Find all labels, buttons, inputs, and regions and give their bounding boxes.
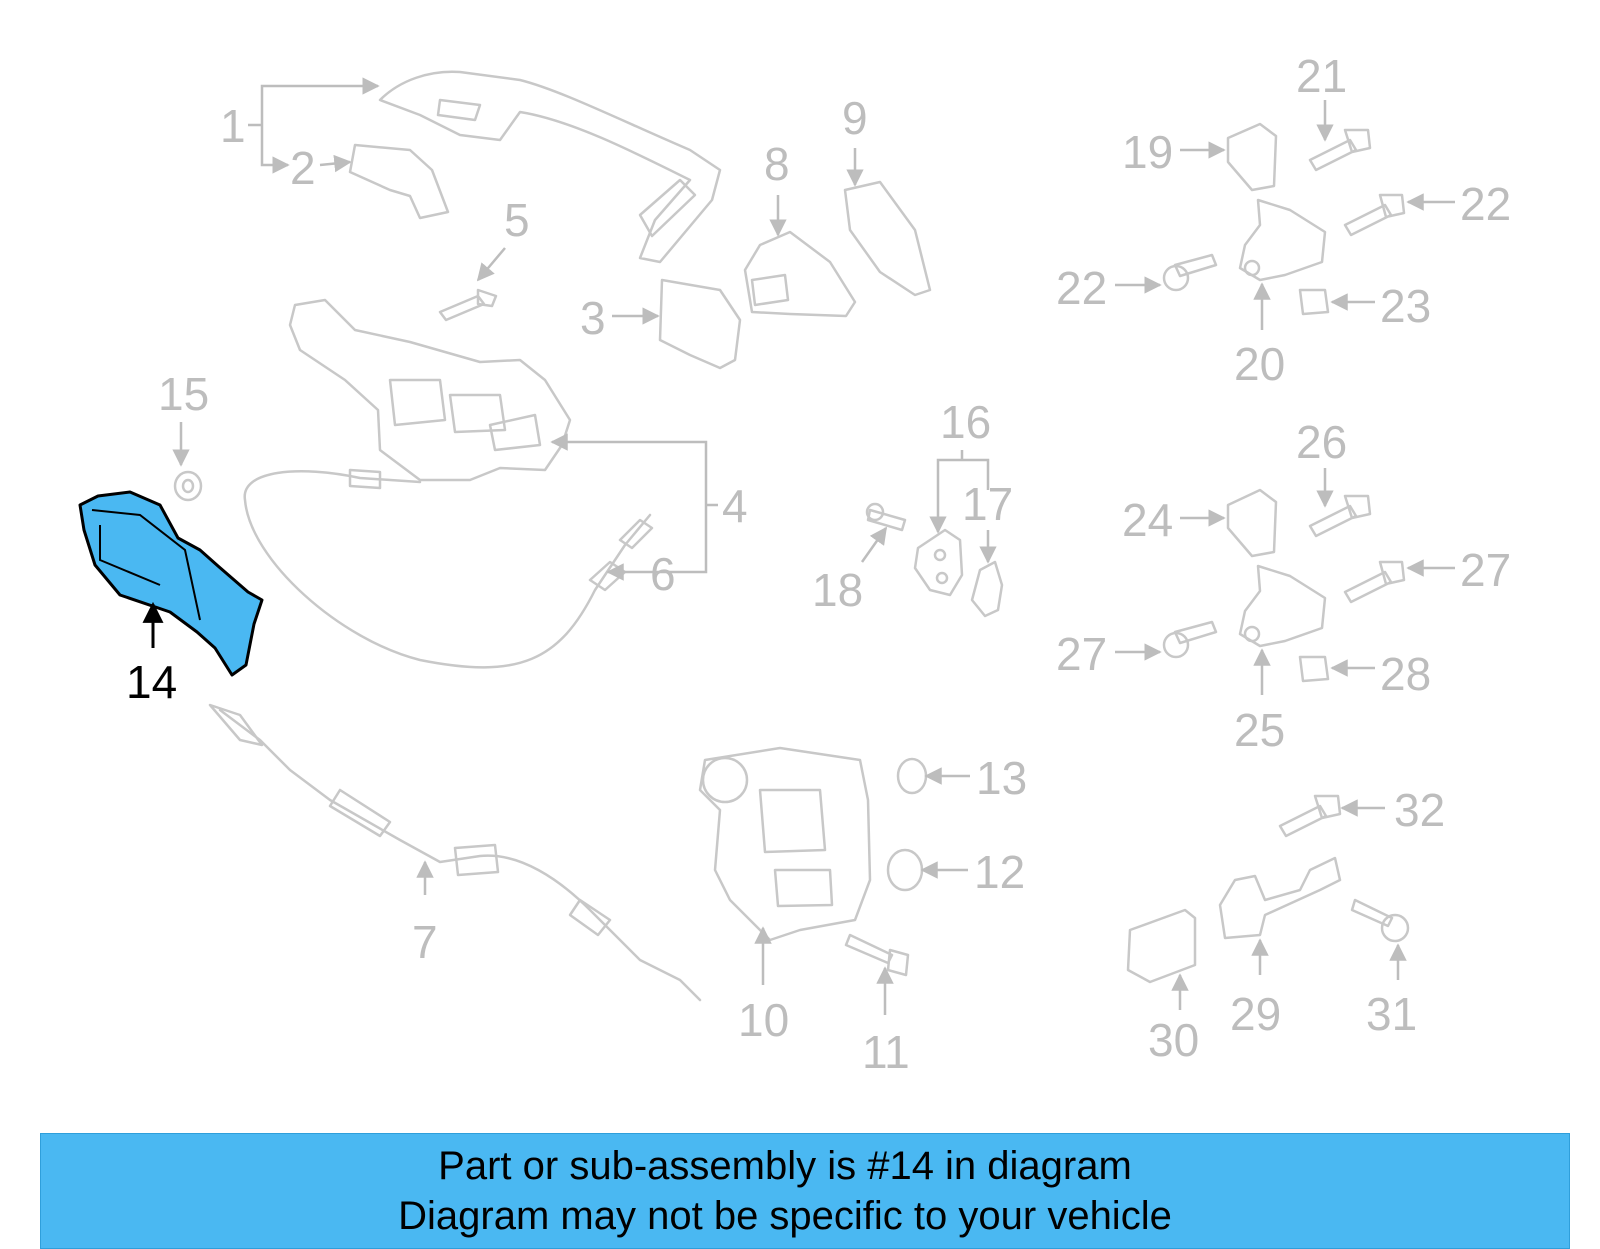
callout-27a: 27	[1460, 544, 1511, 596]
banner-line-1: Part or sub-assembly is #14 in diagram	[438, 1144, 1132, 1188]
hinge-19	[1226, 122, 1278, 192]
callout-25: 25	[1234, 704, 1285, 756]
callout-15: 15	[158, 368, 209, 420]
banner-line-2: Diagram may not be specific to your vehi…	[398, 1194, 1172, 1238]
callout-11: 11	[862, 1026, 910, 1078]
handle-frame	[288, 298, 572, 482]
bolt-11	[844, 933, 910, 977]
bolt-22-right	[1343, 193, 1406, 237]
screw-5	[438, 288, 498, 322]
callout-22a: 22	[1460, 178, 1511, 230]
callout-6: 6	[650, 548, 676, 600]
bolt-21	[1308, 128, 1372, 172]
cable-7	[218, 708, 702, 1002]
washer-15	[173, 470, 203, 502]
callout-26: 26	[1296, 416, 1347, 468]
bolt-22-left	[1173, 253, 1218, 278]
exterior-handle	[378, 70, 722, 264]
callout-27b: 27	[1056, 628, 1107, 680]
callout-1: 1	[220, 100, 246, 152]
callout-8: 8	[764, 138, 790, 190]
callout-29: 29	[1230, 988, 1281, 1040]
bolt-32	[1278, 794, 1342, 838]
info-banner: Part or sub-assembly is #14 in diagram D…	[40, 1133, 1570, 1249]
callout-13: 13	[976, 752, 1027, 804]
callout-7: 7	[412, 916, 438, 968]
callout-18: 18	[812, 564, 863, 616]
callout-10: 10	[738, 994, 789, 1046]
callout-2: 2	[290, 142, 316, 194]
callout-21: 21	[1296, 50, 1347, 102]
callout-16: 16	[940, 396, 991, 448]
bolt-27-left	[1173, 620, 1218, 645]
cylinder-housing-8	[743, 230, 857, 318]
cover-3	[658, 278, 742, 370]
hinge-25	[1238, 564, 1327, 648]
bushing-23	[1298, 288, 1330, 316]
callout-12: 12	[974, 846, 1025, 898]
callout-5: 5	[504, 194, 530, 246]
handle-gasket	[348, 143, 450, 220]
grommet-12	[886, 848, 924, 892]
parts-diagram: 1 2 3 4 5 6 7 8 9 10 11 12 13 14 15 16 1…	[78, 50, 1511, 1078]
cable-4	[243, 470, 652, 669]
bolt-31	[1350, 898, 1394, 928]
callout-24: 24	[1122, 494, 1173, 546]
cap-9	[843, 180, 932, 297]
callout-9: 9	[842, 92, 868, 144]
plug-13	[896, 757, 928, 795]
callout-17: 17	[962, 478, 1013, 530]
callout-32: 32	[1394, 784, 1445, 836]
callout-20: 20	[1234, 338, 1285, 390]
callout-14: 14	[126, 656, 177, 708]
callout-23: 23	[1380, 280, 1431, 332]
callout-19: 19	[1122, 126, 1173, 178]
callout-4: 4	[722, 480, 748, 532]
bolt-27-right	[1343, 560, 1406, 604]
callout-30: 30	[1148, 1014, 1199, 1066]
bracket-30	[1126, 908, 1197, 984]
hinge-24	[1226, 488, 1278, 558]
bushing-28	[1298, 655, 1330, 683]
hinge-20	[1238, 198, 1327, 282]
callout-28: 28	[1380, 648, 1431, 700]
door-check-29	[1218, 856, 1342, 940]
callout-22b: 22	[1056, 262, 1107, 314]
latch-10	[698, 746, 872, 942]
part-14-highlight[interactable]	[78, 490, 264, 677]
bolt-26	[1308, 494, 1372, 538]
shim-17	[970, 560, 1004, 618]
callout-3: 3	[580, 292, 606, 344]
callout-31: 31	[1366, 988, 1417, 1040]
striker-16	[913, 528, 964, 597]
